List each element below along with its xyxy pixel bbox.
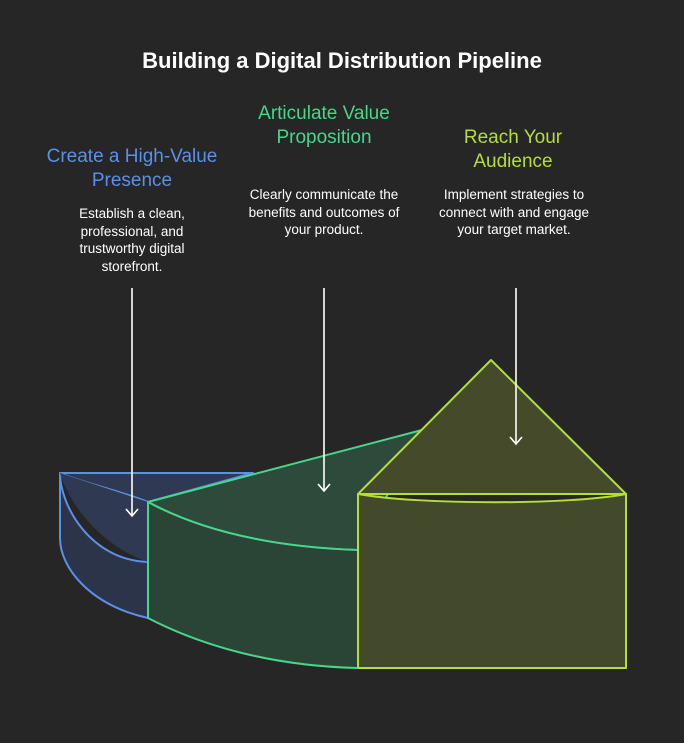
stage-3-heading: Reach Your Audience (463, 127, 563, 172)
stage-2-arrow (317, 288, 331, 493)
stage-1-front-face (60, 473, 148, 562)
stage-3-arrow (509, 288, 523, 446)
stage-3-description: Implement strategies to connect with and… (438, 187, 590, 237)
diagram-title: Building a Digital Distribution Pipeline (142, 48, 542, 73)
stage-2-heading: Articulate Value Proposition (258, 103, 390, 148)
stage-2-description: Clearly communicate the benefits and out… (248, 187, 400, 237)
stage-1-heading: Create a High-Value Presence (46, 146, 218, 191)
stage-1-segment (59, 472, 254, 619)
stage-3-body (357, 493, 627, 669)
stage-3-roof (357, 359, 627, 495)
stage-1-arrow (125, 288, 139, 518)
stage-1-description: Establish a clean, professional, and tru… (79, 206, 185, 274)
stage-3-segment (357, 359, 627, 669)
